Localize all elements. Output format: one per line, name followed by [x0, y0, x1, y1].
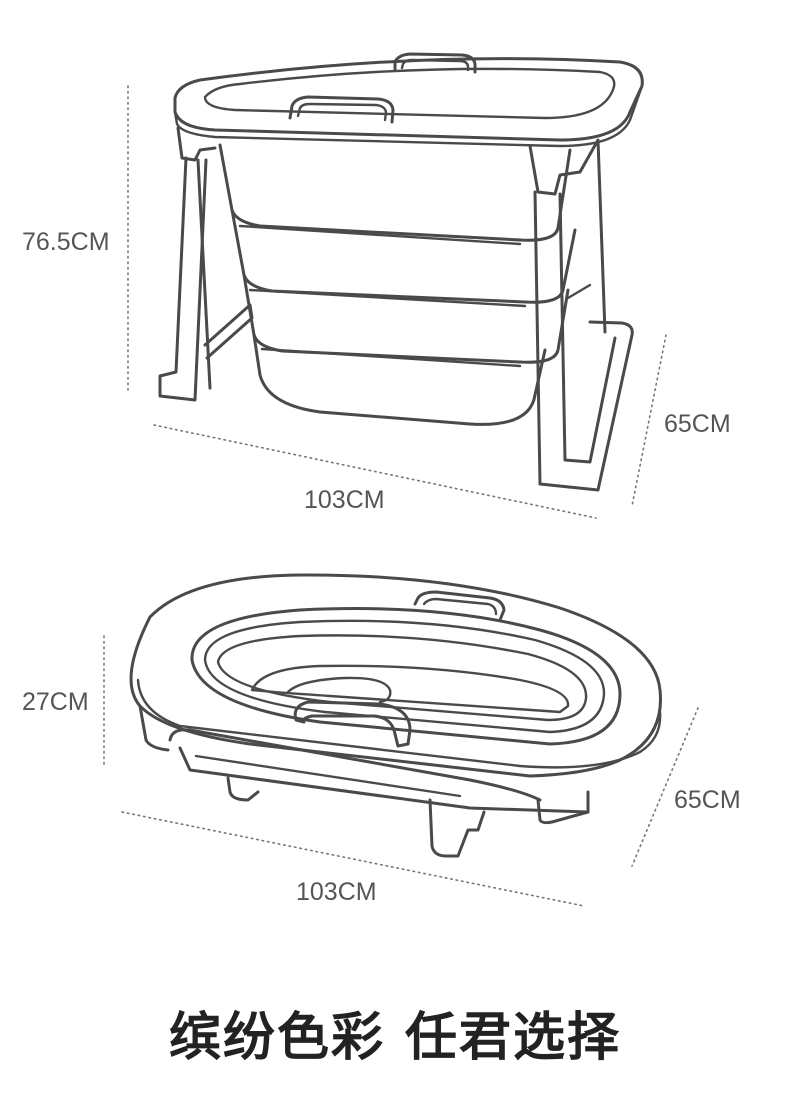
folded-width-guide	[121, 811, 585, 907]
lid-handle-front	[288, 95, 395, 124]
folded-width-label: 103CM	[296, 878, 377, 906]
folded-handle-front	[293, 700, 412, 748]
tub-lid	[173, 57, 644, 148]
folded-rim	[129, 573, 662, 778]
standing-width-guide	[153, 424, 597, 519]
tub-basin	[218, 143, 577, 426]
standing-width-label: 103CM	[304, 486, 385, 514]
standing-height-label: 76.5CM	[22, 228, 110, 256]
folded-tub-illustration	[129, 573, 662, 858]
standing-tub-illustration	[158, 52, 644, 492]
tub-frame	[158, 126, 634, 492]
folded-depth-label: 65CM	[674, 786, 741, 814]
folded-depth-guide	[631, 707, 699, 867]
slogan-caption: 缤纷色彩 任君选择	[168, 1008, 622, 1068]
folded-height-label: 27CM	[22, 688, 89, 716]
standing-depth-guide	[631, 334, 667, 507]
folded-handle-back	[413, 590, 506, 622]
standing-depth-label: 65CM	[664, 410, 731, 438]
folded-basin	[190, 607, 622, 746]
lid-handle-back	[393, 52, 477, 74]
folded-frame	[168, 728, 590, 858]
